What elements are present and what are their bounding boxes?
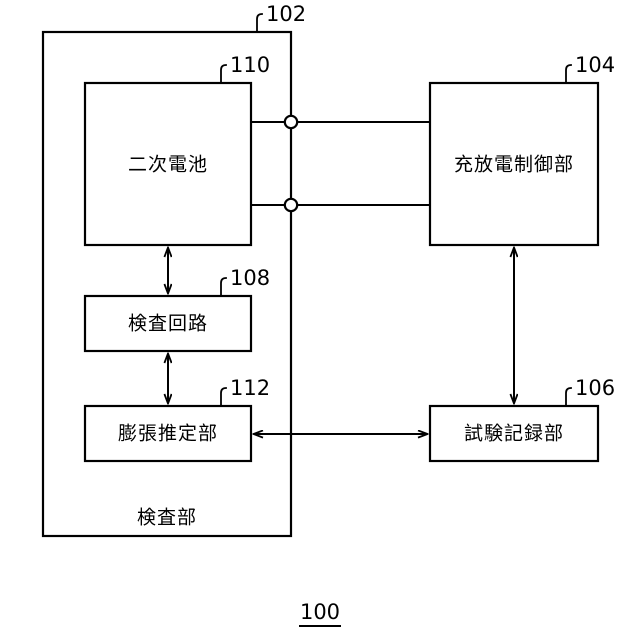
leader-line-108 [220, 277, 227, 297]
block-110-label: 二次電池 [128, 154, 208, 176]
block-112-expansion-estimation-unit [83, 404, 253, 463]
block-110-secondary-battery [83, 81, 253, 247]
outer-unit-box-102 [41, 30, 293, 538]
positive-terminal-icon [283, 114, 299, 130]
leader-line-110 [220, 64, 227, 84]
block-104-charge-discharge-control-unit [428, 81, 600, 247]
ref-number-102: 102 [266, 2, 306, 26]
ref-number-108: 108 [230, 266, 270, 290]
figure-number: 100 [300, 600, 340, 624]
block-108-inspection-circuit [83, 294, 253, 353]
block-108-label: 検査回路 [128, 313, 208, 335]
block-112-label: 膨張推定部 [118, 423, 218, 445]
leader-line-106 [565, 387, 572, 407]
block-106-test-recording-unit [428, 404, 600, 463]
negative-terminal-icon [283, 197, 299, 213]
ref-number-112: 112 [230, 376, 270, 400]
outer-unit-label: 検査部 [137, 507, 197, 529]
block-106-label: 試験記録部 [464, 423, 564, 445]
ref-number-106: 106 [575, 376, 615, 400]
leader-line-102 [256, 13, 263, 33]
leader-line-112 [220, 387, 227, 407]
ref-number-104: 104 [575, 53, 615, 77]
block-104-label: 充放電制御部 [454, 154, 574, 176]
ref-number-110: 110 [230, 53, 270, 77]
leader-line-104 [565, 64, 572, 84]
